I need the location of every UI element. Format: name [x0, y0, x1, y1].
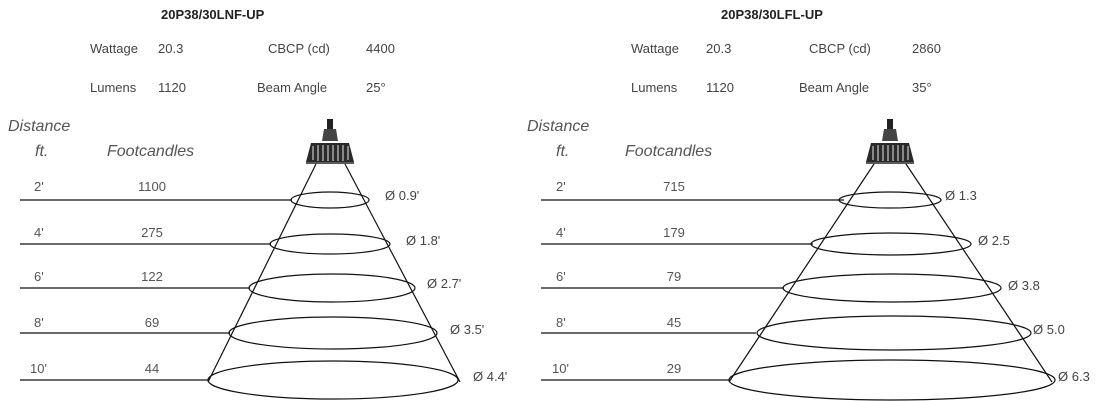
distance-header: Distance	[527, 118, 590, 135]
model-title: 20P38/30LFL-UP	[721, 7, 823, 22]
beam-angle-label: Beam Angle	[799, 80, 870, 95]
beam-diameter: Ø 5.0	[1033, 322, 1065, 337]
lumens-label: Lumens	[631, 80, 678, 95]
footcandles-value: 79	[666, 269, 682, 284]
distance-value: 8'	[556, 315, 566, 330]
beam-ellipse-10ft	[728, 359, 1056, 401]
beam-ellipse-10ft	[207, 360, 459, 400]
wattage-value: 20.3	[706, 41, 732, 56]
lamp-icon	[866, 119, 914, 164]
beam-ellipse-6ft	[248, 273, 416, 303]
beam-angle-value: 35°	[912, 80, 932, 95]
lumens-value: 1120	[706, 80, 734, 95]
beam-diameter: Ø 6.3	[1058, 369, 1090, 384]
beam-cone-diagram	[20, 119, 461, 400]
distance-value: 10'	[552, 361, 569, 376]
beam-diameter: Ø 2.5	[978, 233, 1010, 248]
cone-edge-left	[207, 163, 317, 383]
beam-ellipse-8ft	[756, 315, 1032, 351]
model-title: 20P38/30LNF-UP	[161, 7, 265, 22]
distance-value: 4'	[34, 225, 44, 240]
footcandles-value: 179	[663, 225, 685, 240]
distance-value: 4'	[556, 225, 566, 240]
footcandles-value: 29	[666, 361, 682, 376]
beam-diameter: Ø 3.8	[1008, 278, 1040, 293]
distance-value: 2'	[34, 179, 44, 194]
cone-edge-right	[905, 163, 1053, 383]
distance-value: 6'	[34, 269, 44, 284]
cone-edge-left	[728, 163, 875, 383]
ft-header: ft.	[35, 143, 49, 160]
beam-diameter: Ø 1.8'	[406, 233, 441, 248]
beam-ellipse-8ft	[228, 316, 438, 350]
distance-value: 2'	[556, 179, 566, 194]
beam-angle-label: Beam Angle	[257, 80, 328, 95]
wattage-label: Wattage	[631, 41, 679, 56]
beam-diameter: Ø 4.4'	[473, 369, 508, 384]
beam-angle-value: 25°	[366, 80, 386, 95]
ft-header: ft.	[556, 143, 570, 160]
beam-diameter: Ø 3.5'	[450, 322, 485, 337]
cbcp-value: 2860	[912, 41, 941, 56]
distance-value: 8'	[34, 315, 44, 330]
beam-ellipse-4ft	[269, 233, 391, 255]
wattage-value: 20.3	[158, 41, 184, 56]
cbcp-value: 4400	[366, 41, 395, 56]
beam-ellipse-4ft	[810, 232, 972, 256]
lamp-icon	[306, 119, 354, 164]
footcandles-value: 69	[144, 315, 160, 330]
footcandles-value: 45	[666, 315, 682, 330]
beam-diameter: Ø 1.3	[945, 188, 977, 203]
footcandles-value: 715	[663, 179, 685, 194]
footcandles-value: 44	[144, 361, 160, 376]
cbcp-label: CBCP (cd)	[809, 41, 871, 56]
distance-value: 6'	[556, 269, 566, 284]
photometric-panel-narrow-flood: 20P38/30LNF-UP Wattage 20.3 CBCP (cd) 44…	[8, 7, 508, 400]
beam-diameter: Ø 0.9'	[385, 188, 420, 203]
footcandles-header: Footcandles	[625, 143, 713, 160]
cone-edge-right	[344, 163, 461, 383]
footcandles-header: Footcandles	[107, 143, 195, 160]
footcandles-value: 275	[141, 225, 163, 240]
distance-header: Distance	[8, 118, 71, 135]
cbcp-label: CBCP (cd)	[268, 41, 330, 56]
distance-value: 10'	[30, 361, 47, 376]
wattage-label: Wattage	[90, 41, 138, 56]
beam-diameter: Ø 2.7'	[427, 276, 462, 291]
lumens-label: Lumens	[90, 80, 137, 95]
lumens-value: 1120	[158, 80, 186, 95]
beam-ellipse-6ft	[782, 273, 1002, 303]
beam-ellipse-2ft	[838, 191, 942, 209]
photometric-panel-flood: 20P38/30LFL-UP Wattage 20.3 CBCP (cd) 28…	[520, 0, 1090, 401]
footcandles-value: 1100	[138, 179, 166, 194]
beam-ellipse-2ft	[290, 191, 370, 209]
footcandles-value: 122	[141, 269, 163, 284]
beam-cone-diagram	[541, 119, 1056, 401]
